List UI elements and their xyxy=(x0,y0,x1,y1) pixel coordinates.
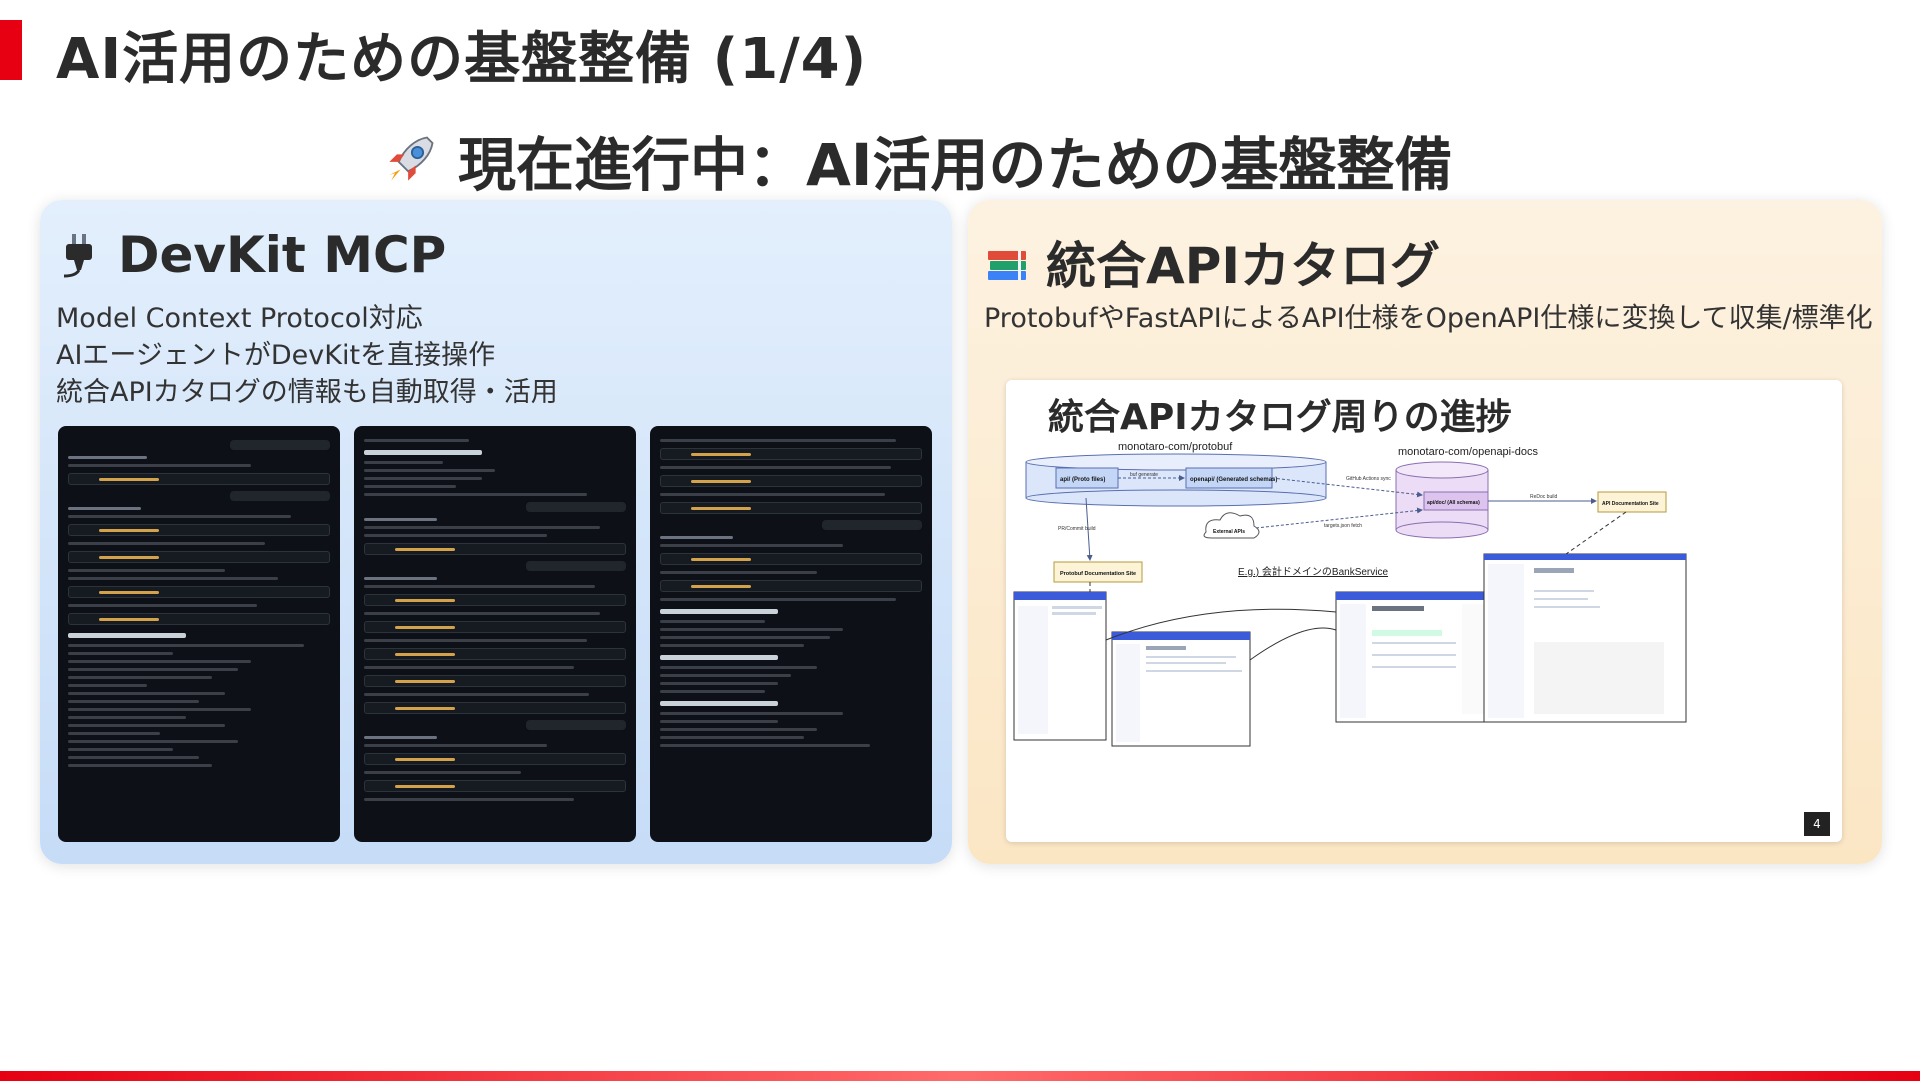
chat-screenshot-2 xyxy=(354,426,636,842)
subtitle-text: 現在進行中：AI活用のための基盤整備 xyxy=(458,131,1453,199)
desc-line: 統合APIカタログの情報も自動取得・活用 xyxy=(56,377,558,408)
desc-line: Model Context Protocol対応 xyxy=(56,303,423,334)
protobuf-service-screenshot xyxy=(1111,631,1251,747)
devkit-mcp-heading: DevKit MCP xyxy=(54,226,446,284)
svg-text:API Documentation Site: API Documentation Site xyxy=(1602,501,1659,507)
api-catalog-description: ProtobufやFastAPIによるAPI仕様をOpenAPI仕様に変換して収… xyxy=(984,303,1873,334)
example-label: E.g.) 会計ドメインのBankService xyxy=(1238,565,1388,578)
svg-text:ReDoc build: ReDoc build xyxy=(1530,494,1557,500)
repo-protobuf-label: monotaro-com/protobuf xyxy=(1118,441,1233,453)
devkit-mcp-title: DevKit MCP xyxy=(118,226,447,284)
bottom-accent-bar xyxy=(0,1071,1920,1081)
api-catalog-panel: 統合APIカタログ ProtobufやFastAPIによるAPI仕様をOpenA… xyxy=(968,200,1882,864)
svg-text:api/doc/ (All schemas): api/doc/ (All schemas) xyxy=(1427,500,1480,506)
external-apis-cloud xyxy=(1203,512,1260,539)
plug-icon xyxy=(63,234,92,278)
svg-text:openapi/ (Generated schemas): openapi/ (Generated schemas) xyxy=(1190,477,1277,483)
svg-text:api/ (Proto files): api/ (Proto files) xyxy=(1060,477,1105,483)
api-catalog-title: 統合APIカタログ xyxy=(1046,237,1440,295)
svg-text:targets.json fetch: targets.json fetch xyxy=(1324,523,1362,529)
accounting-api-screenshot xyxy=(1335,591,1493,723)
svg-text:Protobuf Documentation Site: Protobuf Documentation Site xyxy=(1060,571,1136,577)
desc-line: AIエージェントがDevKitを直接操作 xyxy=(56,340,496,371)
openapi-docs-screenshot xyxy=(1483,553,1687,723)
svg-text:PR/Commit build: PR/Commit build xyxy=(1058,526,1096,532)
api-catalog-heading: 統合APIカタログ xyxy=(982,226,1440,298)
svg-text:GitHub Actions sync: GitHub Actions sync xyxy=(1346,476,1391,482)
progress-title: 統合APIカタログ周りの進捗 xyxy=(1048,397,1512,438)
architecture-diagram: monotaro-com/protobuf api/ (Proto files)… xyxy=(1013,441,1687,747)
chat-screenshot-1 xyxy=(58,426,340,842)
rocket-icon xyxy=(389,136,434,181)
svg-text:buf generate: buf generate xyxy=(1130,472,1158,478)
devkit-mcp-panel: DevKit MCP Model Context Protocol対応 AIエー… xyxy=(40,200,952,864)
slide-title: AI活用のための基盤整備 (1/4) xyxy=(56,27,868,92)
protobuf-doc-screenshot xyxy=(1013,591,1107,741)
slide-subtitle: 現在進行中：AI活用のための基盤整備 xyxy=(380,118,1452,202)
devkit-mcp-description: Model Context Protocol対応 AIエージェントがDevKit… xyxy=(56,300,558,411)
repo-openapi-docs-label: monotaro-com/openapi-docs xyxy=(1398,446,1539,458)
api-doc-site-node xyxy=(1597,491,1667,513)
progress-slide: 統合APIカタログ周りの進捗 monotaro-com/protobuf api… xyxy=(1006,380,1842,842)
books-icon xyxy=(988,251,1026,280)
title-accent-bar xyxy=(0,20,22,80)
page-number: 4 xyxy=(1804,812,1830,836)
protobuf-doc-site-node xyxy=(1053,561,1143,583)
chat-screenshot-3 xyxy=(650,426,932,842)
svg-text:External APIs: External APIs xyxy=(1213,529,1245,535)
